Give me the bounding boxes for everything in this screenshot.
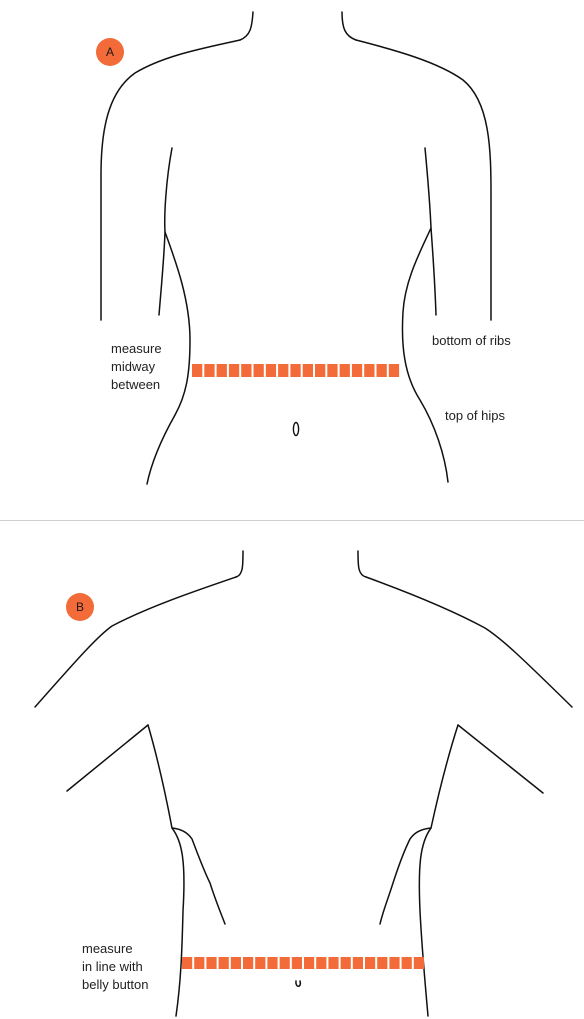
tape-segment [182,957,192,969]
instruction-line: in line with [82,958,149,976]
tape-segment [377,957,387,969]
right-torso-line [402,228,448,482]
instruction-line: midway [111,358,162,376]
tape-segment [204,364,214,377]
right-inner-arm-line [458,725,543,793]
right-shoulder-arm-line [356,40,491,320]
tape-segment [243,957,253,969]
badge-a: A [96,38,124,66]
tape-segment [241,364,251,377]
right-shoulder-arm-line [366,577,572,707]
figure-a: A measure midway between bottom of ribs … [0,0,584,520]
tape-segment [353,957,363,969]
left-neck-line [236,551,243,577]
tape-segment [278,364,288,377]
badge-b: B [66,593,94,621]
belly-button [293,423,298,436]
tape-segment [303,364,313,377]
tape-segment [328,957,338,969]
tape-segment [352,364,362,377]
left-inner-arm-line [67,725,148,791]
left-shoulder-arm-line [35,577,236,707]
measuring-tape-a [192,364,399,377]
tape-segment [206,957,216,969]
tape-segment [340,364,350,377]
tape-segment [192,364,202,377]
figure-a-torso-drawing [0,0,584,520]
tape-segment [254,364,264,377]
instruction-line: belly button [82,976,149,994]
tape-segment [414,957,424,969]
tape-segment [389,957,399,969]
tape-segment [304,957,314,969]
left-shoulder-arm-line [101,40,240,320]
instruction-line: measure [111,340,162,358]
tape-segment [219,957,229,969]
tape-segment [315,364,325,377]
tape-segment [231,957,241,969]
instruction-line: measure [82,940,149,958]
tape-segment [389,364,399,377]
left-neck-line [240,12,253,40]
right-inner-arm-line [425,148,436,315]
tape-segment [217,364,227,377]
tape-segment [255,957,265,969]
tape-segment [327,364,337,377]
belly-button [296,981,300,986]
tape-segment [341,957,351,969]
bottom-of-ribs-label: bottom of ribs [432,332,511,350]
tape-segment [402,957,412,969]
tape-segment [267,957,277,969]
tape-segment [194,957,204,969]
tape-segment [364,364,374,377]
tape-segment [266,364,276,377]
top-of-hips-label: top of hips [445,407,505,425]
tape-segment [292,957,302,969]
instruction-label-a: measure midway between [111,340,162,394]
tape-segment [365,957,375,969]
left-torso-line [148,725,184,1016]
right-neck-line [358,551,366,577]
right-torso-line [419,725,458,1016]
right-neck-line [342,12,356,40]
tape-segment [280,957,290,969]
measuring-tape-b [182,957,424,969]
tape-segment [290,364,300,377]
tape-segment [316,957,326,969]
instruction-line: between [111,376,162,394]
tape-segment [377,364,387,377]
figure-b: B measure in line with belly button [0,521,584,1019]
instruction-label-b: measure in line with belly button [82,940,149,994]
tape-segment [229,364,239,377]
